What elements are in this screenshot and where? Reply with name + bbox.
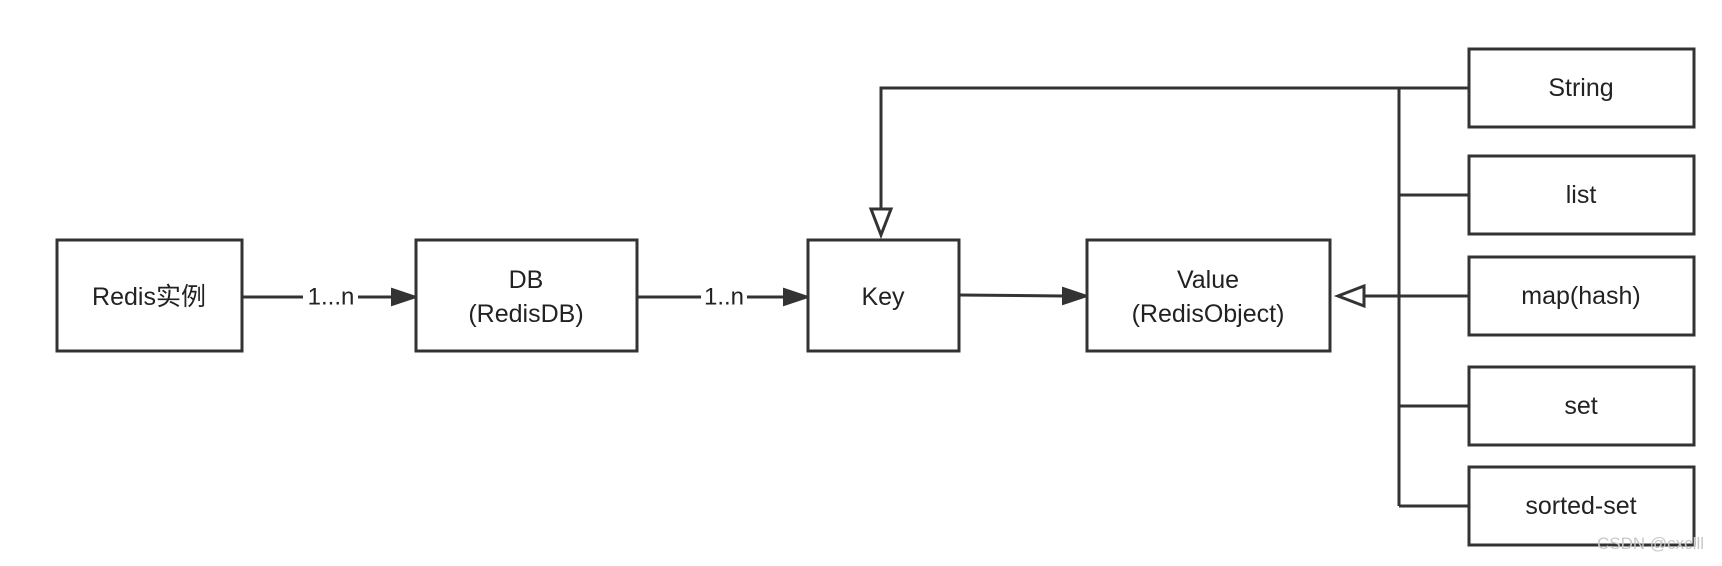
- node-sorted-set: sorted-set: [1467, 465, 1696, 547]
- arrow-db-key: [783, 287, 812, 307]
- hollow-arrow-value: [1333, 283, 1366, 309]
- node-redis-instance: Redis实例: [55, 238, 244, 353]
- node-key-label: Key: [861, 283, 905, 311]
- arrow-key-value: [1062, 286, 1091, 306]
- node-set: set: [1467, 365, 1696, 447]
- node-db: DB (RedisDB): [414, 238, 639, 353]
- node-key: Key: [806, 238, 961, 353]
- node-value-label-2: (RedisObject): [1132, 300, 1285, 328]
- node-db-label-1: DB: [509, 266, 544, 294]
- node-value: Value (RedisObject): [1085, 238, 1332, 353]
- node-redis-instance-label: Redis实例: [92, 283, 206, 311]
- node-string: String: [1467, 47, 1696, 129]
- node-value-label-1: Value: [1177, 266, 1239, 294]
- edge-label-redis-db: 1...n: [308, 284, 355, 311]
- hollow-arrow-key: [868, 207, 894, 240]
- node-list: list: [1467, 154, 1696, 236]
- node-map-hash: map(hash): [1467, 255, 1696, 337]
- arrow-redis-db: [391, 287, 420, 307]
- edge-label-db-key: 1..n: [704, 284, 744, 311]
- node-db-label-2: (RedisDB): [468, 300, 583, 328]
- edge-key-value: [958, 293, 1064, 298]
- node-sorted-set-label: sorted-set: [1525, 492, 1636, 520]
- node-string-label: String: [1548, 74, 1613, 102]
- node-map-hash-label: map(hash): [1521, 282, 1641, 310]
- node-list-label: list: [1566, 181, 1597, 209]
- watermark-text: CSDN @cxclll: [1597, 534, 1704, 553]
- node-set-label: set: [1564, 392, 1597, 420]
- edge-string-key: [879, 86, 1469, 209]
